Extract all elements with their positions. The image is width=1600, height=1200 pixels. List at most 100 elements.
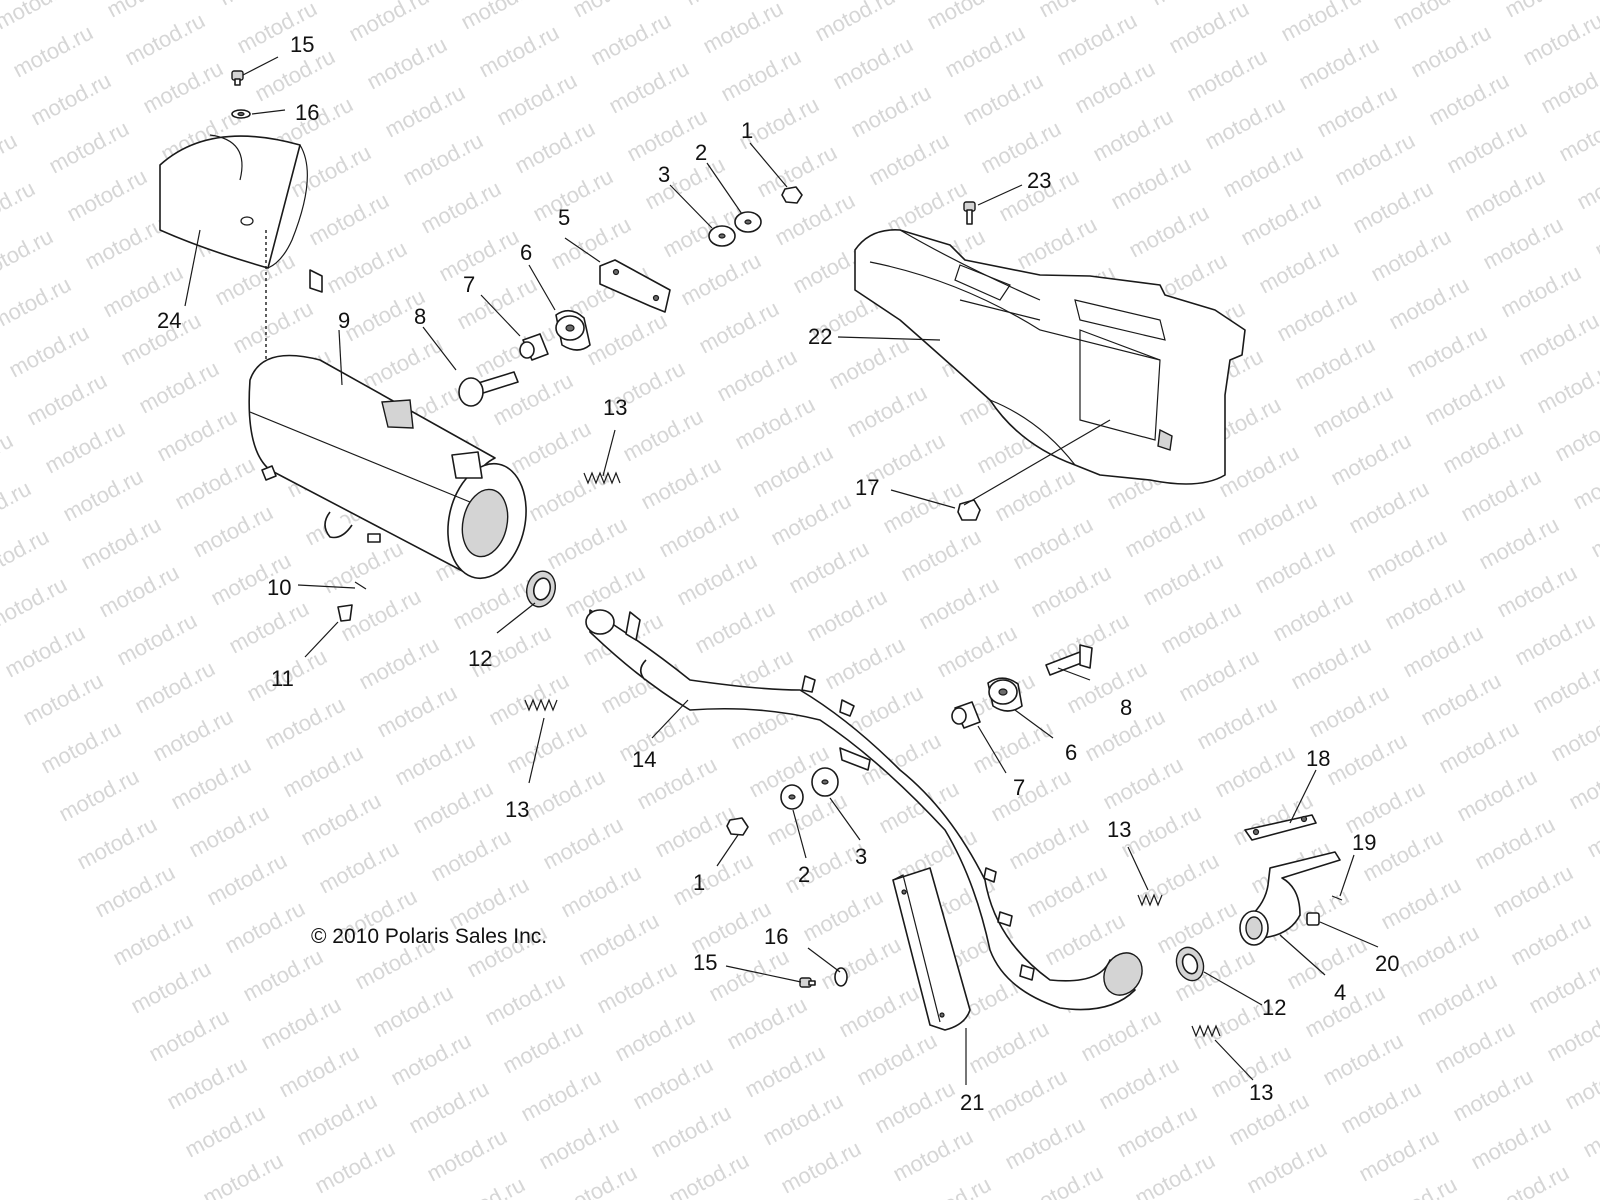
nut-1-lower	[726, 817, 749, 836]
watermark-text: motod.ru	[1157, 596, 1245, 659]
watermark-text: motod.ru	[399, 128, 487, 191]
watermark-text: motod.ru	[529, 164, 617, 227]
watermark-text: motod.ru	[983, 1064, 1071, 1127]
watermark-text: motod.ru	[1153, 896, 1241, 959]
watermark-text: motod.ru	[1435, 716, 1523, 779]
callout-8-upper: 8	[414, 304, 426, 329]
watermark-text: motod.ru	[1345, 476, 1433, 539]
watermark-text: motod.ru	[811, 0, 899, 46]
watermark-text: motod.ru	[293, 1088, 381, 1151]
watermark-text: motod.ru	[1295, 32, 1383, 95]
spring-13-b	[524, 698, 558, 712]
watermark-text: motod.ru	[655, 500, 743, 563]
watermark-text: motod.ru	[883, 176, 971, 239]
watermark-text: motod.ru	[1019, 1160, 1107, 1200]
callout-9: 9	[338, 308, 350, 333]
watermark-text: motod.ru	[127, 956, 215, 1019]
watermark-text: motod.ru	[1403, 320, 1491, 383]
watermark-text: motod.ru	[1211, 740, 1299, 803]
callout-4: 4	[1334, 980, 1346, 1005]
watermark-text: motod.ru	[991, 464, 1079, 527]
watermark-text: motod.ru	[203, 848, 291, 911]
callout-14: 14	[632, 747, 656, 772]
pin-19	[1331, 895, 1343, 901]
callout-7-lower: 7	[1013, 775, 1025, 800]
callout-11: 11	[271, 666, 294, 691]
callout-8-lower: 8	[1120, 695, 1132, 720]
pin-10	[354, 581, 367, 590]
watermark-text: motod.ru	[1131, 1148, 1219, 1200]
watermark-text: motod.ru	[1255, 236, 1343, 299]
watermark-text: motod.ru	[723, 992, 811, 1055]
washer-16-top	[231, 109, 251, 119]
watermark-text: motod.ru	[553, 1160, 641, 1200]
watermark-text: motod.ru	[239, 944, 327, 1007]
callout-13-d: 13	[1249, 1080, 1273, 1105]
watermark-text: motod.ru	[63, 164, 151, 227]
watermark-text: motod.ru	[1283, 932, 1371, 995]
watermark-text: motod.ru	[189, 500, 277, 563]
watermark-text: motod.ru	[1377, 872, 1465, 935]
callout-24: 24	[157, 308, 181, 333]
watermark-text: motod.ru	[363, 32, 451, 95]
watermark-text: motod.ru	[611, 1004, 699, 1067]
watermark-text: motod.ru	[0, 572, 71, 635]
watermark-text: motod.ru	[1479, 212, 1567, 275]
watermark-text: motod.ru	[1113, 1100, 1201, 1163]
watermark-text: motod.ru	[0, 224, 57, 287]
watermark-text: motod.ru	[699, 0, 787, 58]
watermark-text: motod.ru	[19, 668, 107, 731]
watermark-text: motod.ru	[279, 740, 367, 803]
callout-6-lower: 6	[1065, 740, 1077, 765]
bushing-7-lower	[951, 701, 981, 729]
watermark-text: motod.ru	[1095, 1052, 1183, 1115]
watermark-text: motod.ru	[1009, 512, 1097, 575]
watermark-text: motod.ru	[1121, 500, 1209, 563]
callout-13-a: 13	[603, 395, 627, 420]
watermark-text: motod.ru	[803, 584, 891, 647]
watermark-text: motod.ru	[575, 908, 663, 971]
watermark-text: motod.ru	[1183, 44, 1271, 107]
watermark-text: motod.ru	[1125, 200, 1213, 263]
copyright-notice: © 2010 Polaris Sales Inc.	[311, 925, 547, 948]
gasket-12-upper	[525, 570, 557, 608]
watermark-text: motod.ru	[493, 68, 581, 131]
watermark-text: motod.ru	[427, 824, 515, 887]
watermark-text: motod.ru	[373, 680, 461, 743]
gasket-18	[1244, 814, 1317, 841]
callout-12-upper: 12	[468, 646, 492, 671]
watermark-text: motod.ru	[977, 116, 1065, 179]
washer-3-upper	[708, 225, 736, 247]
watermark-text: motod.ru	[55, 764, 143, 827]
watermark-text: motod.ru	[1201, 92, 1289, 155]
watermark-text: motod.ru	[1515, 308, 1600, 371]
watermark-text: motod.ru	[987, 764, 1075, 827]
muffler-9	[248, 269, 527, 580]
watermark-text: motod.ru	[825, 332, 913, 395]
watermark-text: motod.ru	[1323, 728, 1411, 791]
watermark-text: motod.ru	[879, 476, 967, 539]
watermark-text: motod.ru	[1, 620, 89, 683]
watermark-text: motod.ru	[481, 968, 569, 1031]
watermark-text: motod.ru	[1533, 356, 1600, 419]
watermark-text: motod.ru	[1443, 116, 1531, 179]
watermark-text: motod.ru	[95, 560, 183, 623]
washer-2-lower	[780, 784, 804, 810]
watermark-text: motod.ru	[543, 512, 631, 575]
watermark-text: motod.ru	[387, 1028, 475, 1091]
watermark-text: motod.ru	[665, 1148, 753, 1200]
watermark-text: motod.ru	[1547, 704, 1600, 767]
spring-13-a	[583, 471, 621, 485]
watermark-text: motod.ru	[1337, 1076, 1425, 1139]
watermark-text: motod.ru	[1023, 860, 1111, 923]
watermark-text: motod.ru	[59, 464, 147, 527]
watermark-text: motod.ru	[853, 1028, 941, 1091]
watermark-text: motod.ru	[1417, 668, 1505, 731]
watermark-text: motod.ru	[185, 800, 273, 863]
watermark-text: motod.ru	[1165, 0, 1253, 58]
bolt-11	[337, 604, 353, 622]
watermark-text: motod.ru	[475, 20, 563, 83]
watermark-text: motod.ru	[9, 20, 97, 83]
watermark-text: motod.ru	[1237, 188, 1325, 251]
watermark-text: motod.ru	[1511, 608, 1599, 671]
